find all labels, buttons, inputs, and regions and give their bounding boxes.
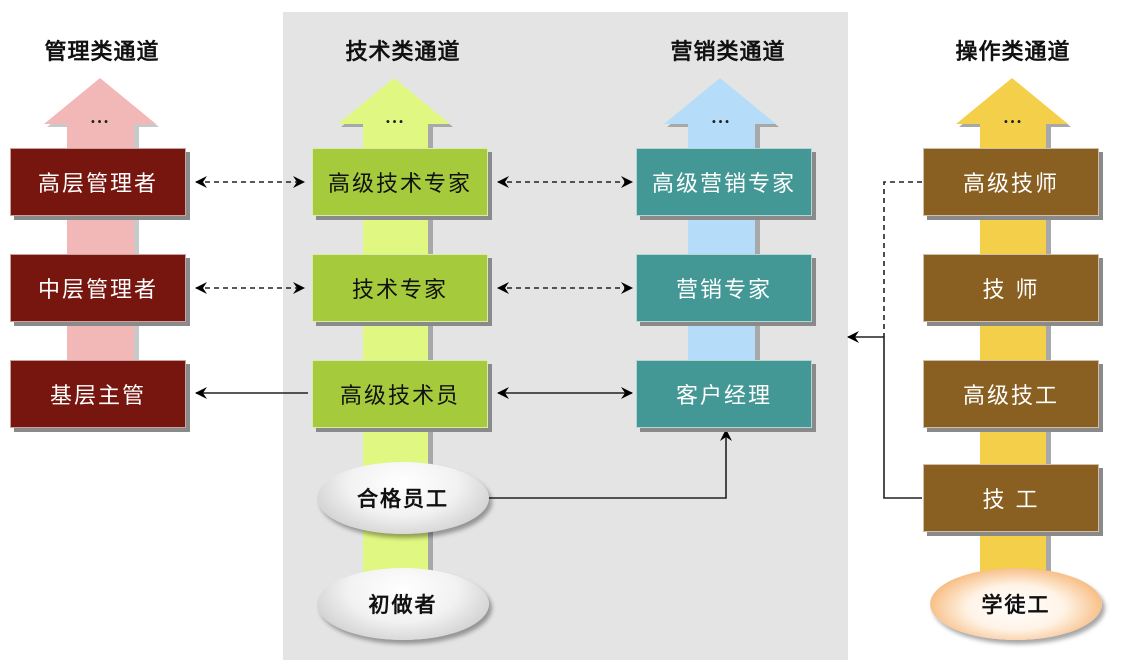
lane-title-management: 管理类通道 (44, 39, 160, 65)
level-box-craftsman: 技 师 (923, 254, 1099, 322)
lane-title-marketing: 营销类通道 (670, 39, 786, 65)
level-box-senior-manager: 高层管理者 (10, 148, 186, 216)
entry-oval-qualified-employee: 合格员工 (317, 462, 489, 534)
lane-title-operations: 操作类通道 (955, 39, 1071, 65)
entry-oval-apprentice: 学徒工 (930, 568, 1102, 640)
continuation-dots-technical: ... (385, 108, 405, 127)
level-box-senior-tech-expert: 高级技术专家 (312, 148, 488, 216)
connector-senior-craftsman-to-channels (883, 181, 922, 337)
continuation-dots-management: ... (90, 108, 110, 127)
level-box-supervisor: 基层主管 (10, 360, 186, 428)
level-box-middle-manager: 中层管理者 (10, 254, 186, 322)
level-box-senior-technician: 高级技术员 (312, 360, 488, 428)
level-box-tech-expert: 技术专家 (312, 254, 488, 322)
connector-worker-to-channels (847, 331, 922, 499)
entry-oval-beginner: 初做者 (317, 568, 489, 640)
continuation-dots-marketing: ... (711, 108, 731, 127)
level-box-skilled-worker: 技 工 (923, 464, 1099, 532)
level-box-senior-worker: 高级技工 (923, 360, 1099, 428)
continuation-dots-operations: ... (1003, 108, 1023, 127)
professional-channels-panel (283, 12, 848, 660)
level-box-mkt-expert: 营销专家 (636, 254, 812, 322)
level-box-senior-mkt-expert: 高级营销专家 (636, 148, 812, 216)
level-box-senior-craftsman: 高级技师 (923, 148, 1099, 216)
level-box-account-manager: 客户经理 (636, 360, 812, 428)
lane-title-technical: 技术类通道 (345, 39, 461, 65)
